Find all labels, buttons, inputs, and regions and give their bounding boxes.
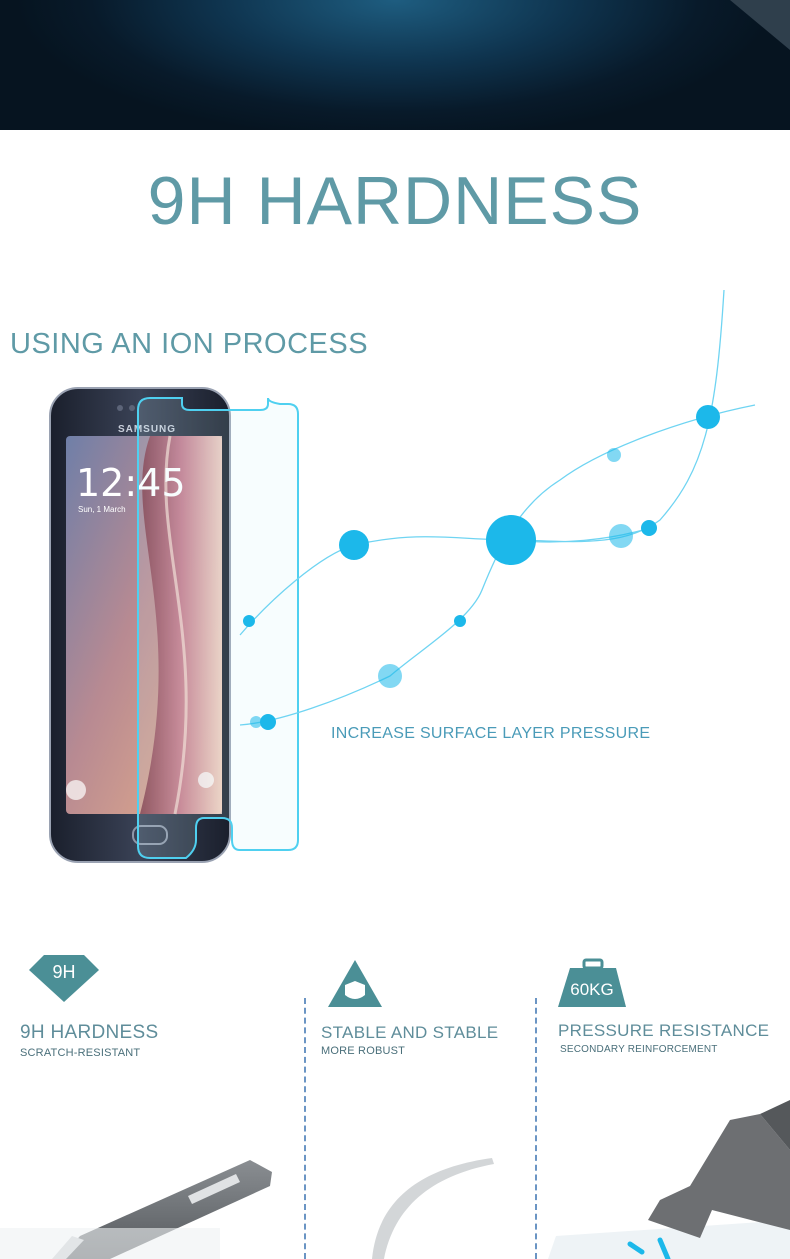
feature-divider: [304, 998, 306, 1259]
bending-glass-icon: [372, 1158, 494, 1259]
phone-clock: 12:45: [76, 461, 186, 505]
phone: [49, 387, 231, 863]
diamond-badge-icon: [29, 955, 99, 1002]
feature-title-pressure: PRESSURE RESISTANCE: [558, 1021, 770, 1040]
phone-brand: SAMSUNG: [118, 424, 176, 435]
hammer-icon: [548, 1100, 790, 1259]
feature-subtitle-pressure: SECONDARY REINFORCEMENT: [560, 1044, 718, 1055]
feature-title-hardness: 9H HARDNESS: [20, 1022, 159, 1043]
banner-corner: [730, 0, 790, 50]
molecule-nodes: [243, 405, 720, 730]
weight-icon: [558, 958, 626, 1007]
glass-protector: [137, 397, 299, 859]
feature-subtitle-hardness: SCRATCH-RESISTANT: [20, 1047, 141, 1059]
badge-60kg: 60KG: [570, 980, 614, 999]
phone-date: Sun, 1 March: [78, 505, 126, 514]
feature-divider: [535, 998, 537, 1259]
molecule-lines: [239, 289, 756, 726]
feature-title-stable: STABLE AND STABLE: [321, 1023, 499, 1042]
shield-triangle-icon: [328, 960, 382, 1007]
badge-9h: 9H: [52, 962, 76, 982]
top-banner: [0, 0, 790, 130]
ion-process-heading: USING AN ION PROCESS: [10, 328, 369, 360]
feature-subtitle-stable: MORE ROBUST: [321, 1045, 406, 1057]
hero-title: 9H HARDNESS: [147, 163, 643, 239]
surface-pressure-label: INCREASE SURFACE LAYER PRESSURE: [331, 725, 651, 742]
utility-knife-icon: [0, 1160, 272, 1259]
